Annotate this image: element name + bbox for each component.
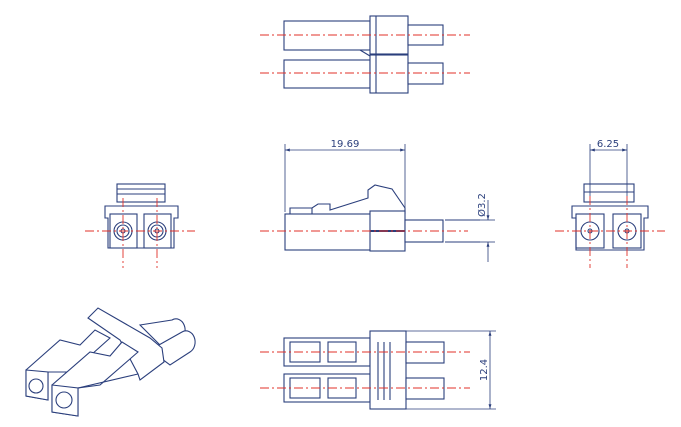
length-dimension: 19.69 bbox=[331, 139, 360, 150]
isometric-view bbox=[25, 307, 196, 417]
rear-view: 6.25 bbox=[555, 139, 665, 268]
diameter-dimension: Ø3.2 bbox=[476, 193, 488, 217]
top-view bbox=[260, 15, 470, 94]
pitch-dimension: 6.25 bbox=[597, 139, 619, 150]
bottom-view: 12.4 bbox=[260, 330, 496, 410]
width-dimension: 12.4 bbox=[479, 359, 490, 381]
front-view bbox=[85, 183, 195, 268]
side-view: 19.69 Ø3.2 bbox=[260, 139, 495, 262]
